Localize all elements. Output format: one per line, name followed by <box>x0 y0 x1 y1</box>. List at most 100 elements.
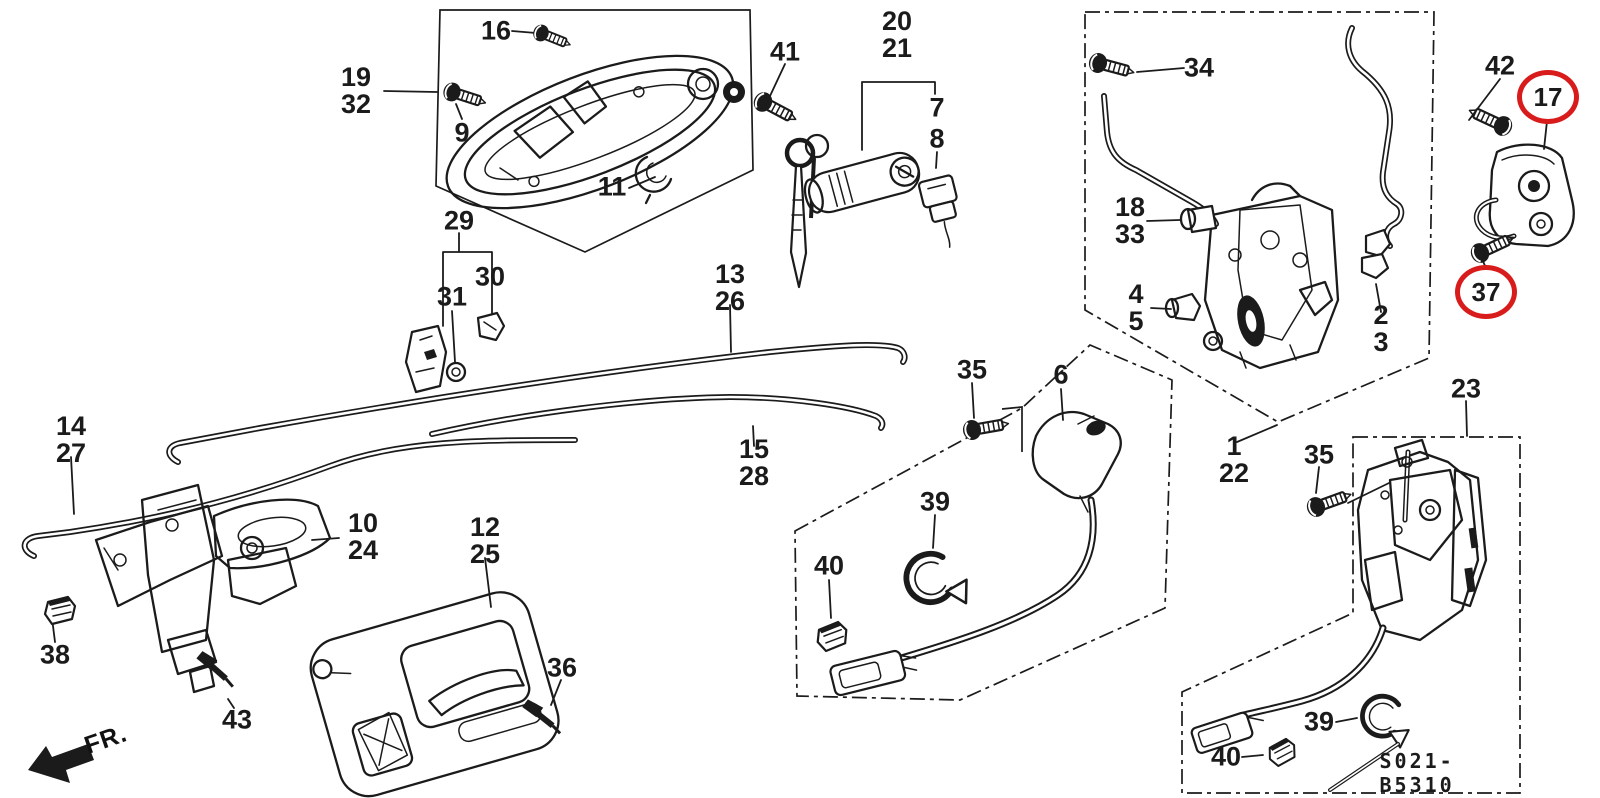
front-door-lock-assembly <box>1085 25 1405 370</box>
part-number: 24 <box>347 535 379 565</box>
callout-37[interactable]: 37 <box>1455 265 1517 319</box>
front-lock-actuator-cable <box>814 410 1122 697</box>
callout-8: 8 <box>929 123 945 154</box>
callout-17[interactable]: 17 <box>1517 70 1579 124</box>
callout-38: 38 <box>39 639 71 670</box>
grommet-40-front <box>814 619 850 654</box>
grommet-40-rear <box>1264 736 1300 769</box>
callout-30: 30 <box>474 261 506 292</box>
bolt-16 <box>529 21 575 54</box>
callout-40-rear: 40 <box>1210 741 1242 772</box>
part-number: 18 <box>1114 192 1146 222</box>
part-number: 9 <box>454 117 470 148</box>
lock-rods <box>21 342 908 559</box>
callout-7: 7 <box>929 92 945 123</box>
part-number: 19 <box>340 62 372 92</box>
part-code-label: S021-B5310 <box>1379 749 1455 797</box>
grommet-31 <box>445 361 467 383</box>
part-number: 21 <box>881 33 913 63</box>
part-number: 35 <box>956 354 988 385</box>
part-number: 10 <box>347 508 379 538</box>
part-number: 42 <box>1484 50 1516 81</box>
part-number: 39 <box>919 486 951 517</box>
part-number: 17 <box>1533 82 1563 112</box>
front-direction-arrow <box>28 744 94 783</box>
bolt-9 <box>439 79 490 113</box>
part-number: 28 <box>738 461 770 491</box>
part-number: 35 <box>1303 439 1335 470</box>
door-striker <box>1473 143 1575 248</box>
leader-lines <box>51 30 1548 758</box>
part-number: 38 <box>39 639 71 670</box>
part-number: 25 <box>469 539 501 569</box>
part-number: 27 <box>55 438 87 468</box>
part-number: 29 <box>443 205 475 236</box>
part-number: 30 <box>474 261 506 292</box>
clamp-39-rear <box>1357 692 1416 749</box>
clip-11 <box>634 155 673 205</box>
callout-39-front: 39 <box>919 486 951 517</box>
part-number: 2 <box>1373 300 1389 330</box>
part-number: 15 <box>738 434 770 464</box>
part-number: 20 <box>881 6 913 36</box>
front-lock-assembly-box <box>1084 11 1435 423</box>
callout-35-front: 35 <box>956 354 988 385</box>
exterior-handle-box <box>435 9 754 253</box>
part-number: 40 <box>1210 741 1242 772</box>
part-number: 40 <box>813 550 845 581</box>
part-number: 36 <box>546 652 578 683</box>
inner-handle-assembly <box>94 483 332 694</box>
part-number: 6 <box>1053 359 1069 390</box>
callout-6: 6 <box>1053 359 1069 390</box>
part-number: 4 <box>1128 279 1144 309</box>
part-number: 41 <box>769 36 801 67</box>
part-number: 43 <box>221 704 253 735</box>
part-number: 37 <box>1471 277 1501 307</box>
rear-lock-assembly-box <box>1181 436 1521 794</box>
rear-door-lock-assembly <box>1190 438 1488 792</box>
part-number: 13 <box>714 259 746 289</box>
bolt-42 <box>1464 100 1517 140</box>
switch-8 <box>917 174 958 248</box>
grommet-38 <box>43 595 77 626</box>
part-number: 22 <box>1218 458 1250 488</box>
part-number: 5 <box>1128 306 1144 336</box>
part-number: 14 <box>55 411 87 441</box>
callout-23: 23 <box>1450 373 1482 404</box>
gasket-31 <box>404 324 448 394</box>
callout-11: 11 <box>597 171 627 202</box>
part-number: 8 <box>929 123 945 154</box>
part-number: 16 <box>480 15 512 46</box>
callout-42: 42 <box>1484 50 1516 81</box>
part-number: 7 <box>929 92 945 123</box>
part-number: 12 <box>469 512 501 542</box>
lock-cylinder <box>803 151 921 214</box>
callout-16: 16 <box>480 15 512 46</box>
part-number: 34 <box>1183 52 1215 83</box>
part-number: 23 <box>1450 373 1482 404</box>
screw-36 <box>520 699 563 733</box>
bolt-34 <box>1085 49 1138 84</box>
part-number: 32 <box>340 89 372 119</box>
bolt-35-rear <box>1303 483 1356 521</box>
front-actuator-box <box>794 344 1173 701</box>
callout-29: 29 <box>443 205 475 236</box>
part-number: 3 <box>1373 327 1389 357</box>
part-number: 26 <box>714 286 746 316</box>
part-number: 33 <box>1114 219 1146 249</box>
part-number: 39 <box>1303 706 1335 737</box>
part-number: 11 <box>597 171 627 202</box>
part-number: 1 <box>1226 431 1242 461</box>
bolt-41 <box>749 87 802 130</box>
